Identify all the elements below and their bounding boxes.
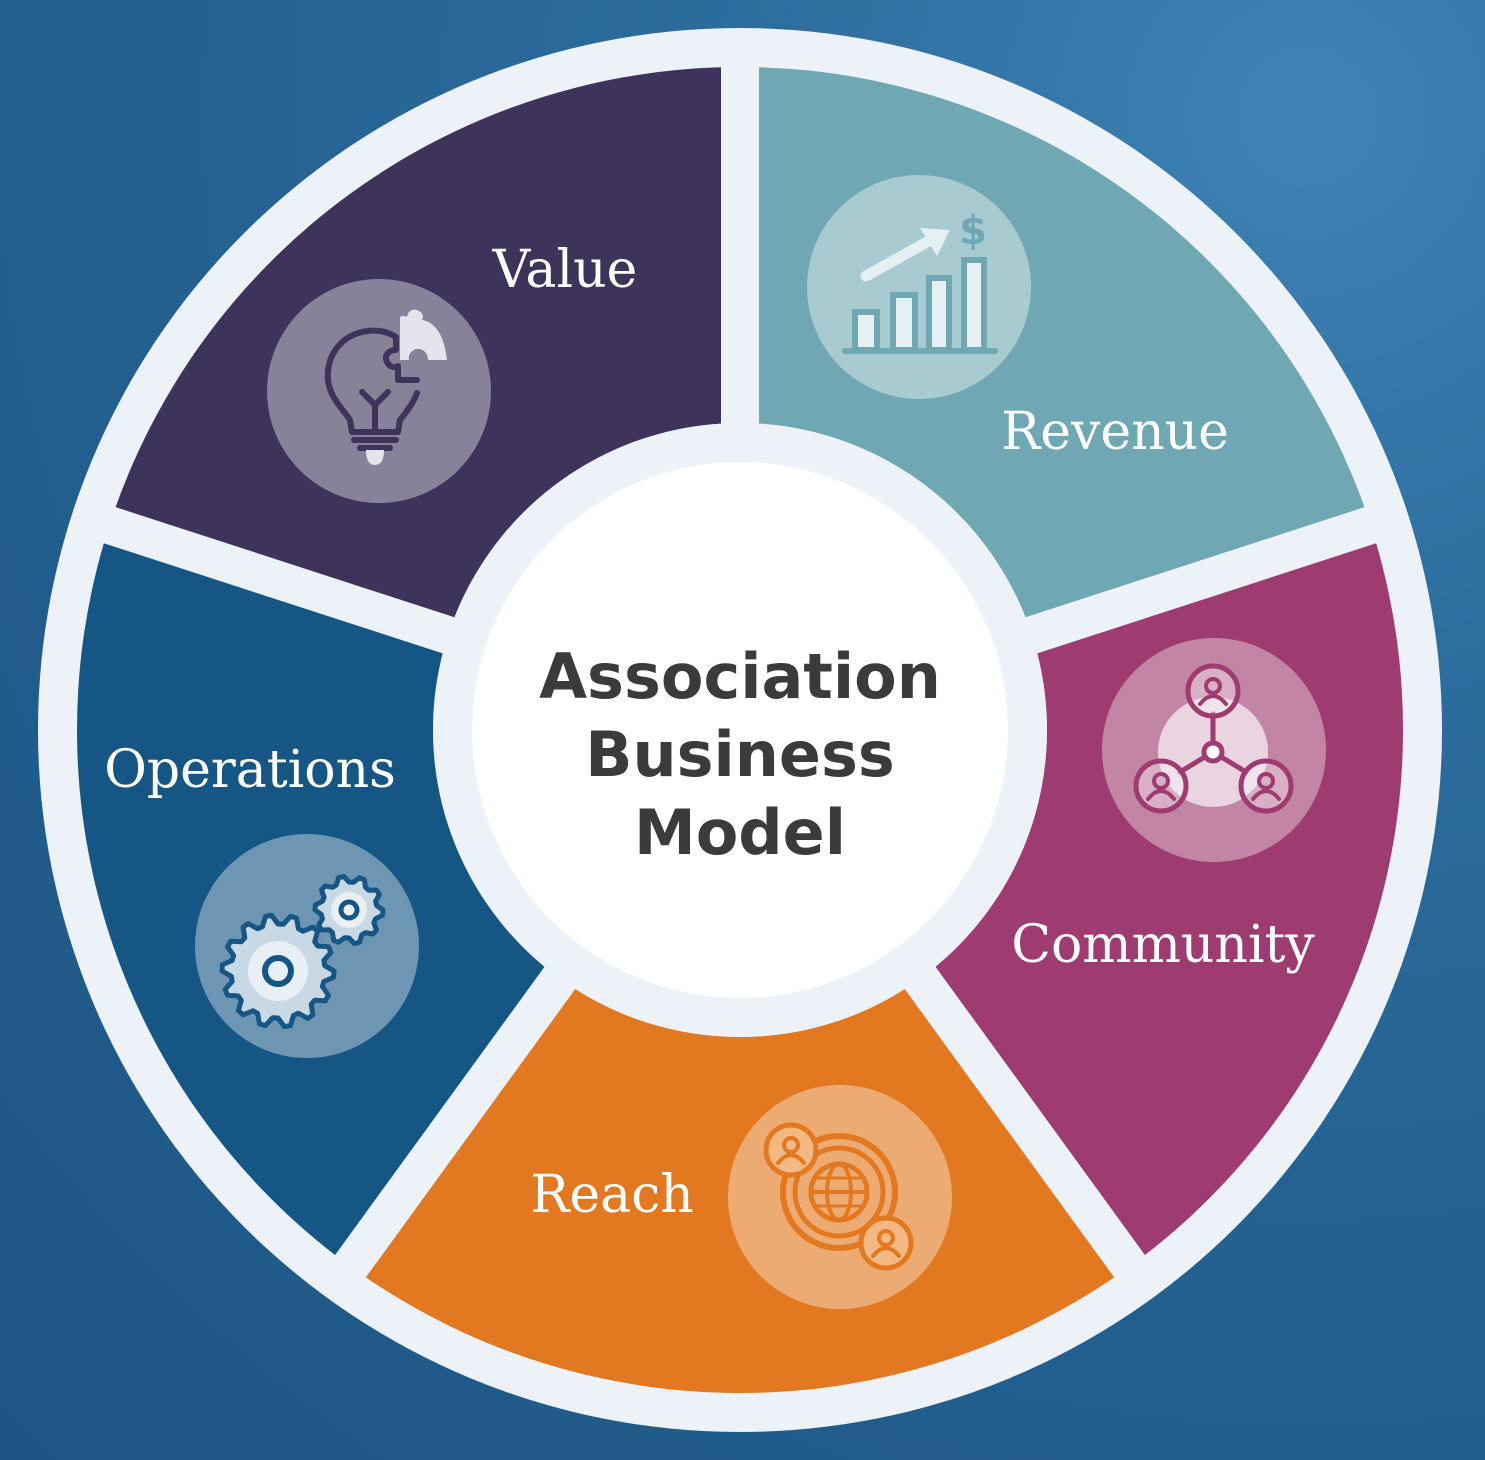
gears-icon	[195, 834, 419, 1058]
segment-operations[interactable]	[76, 543, 545, 1255]
segment-community[interactable]	[935, 543, 1403, 1255]
center-title-line-1: Association	[539, 640, 941, 713]
segment-label-reach: Reach	[530, 1165, 694, 1225]
segment-wedges	[76, 67, 1403, 1394]
center-title-line-2: Business	[585, 718, 895, 791]
people-network-icon	[1102, 638, 1326, 862]
center-title-line-3: Model	[634, 796, 846, 869]
lightbulb-puzzle-icon	[267, 279, 491, 503]
segment-label-operations: Operations	[104, 740, 396, 800]
globe-people-icon	[728, 1085, 952, 1309]
bar-chart-growth-icon: $	[807, 175, 1031, 399]
center-hub	[472, 462, 1008, 998]
segment-reach[interactable]	[365, 989, 1115, 1394]
segment-label-community: Community	[1011, 915, 1315, 975]
segment-label-revenue: Revenue	[1001, 402, 1229, 462]
segment-revenue[interactable]	[759, 67, 1365, 618]
segment-label-value: Value	[492, 240, 638, 300]
svg-text:$: $	[959, 208, 987, 254]
